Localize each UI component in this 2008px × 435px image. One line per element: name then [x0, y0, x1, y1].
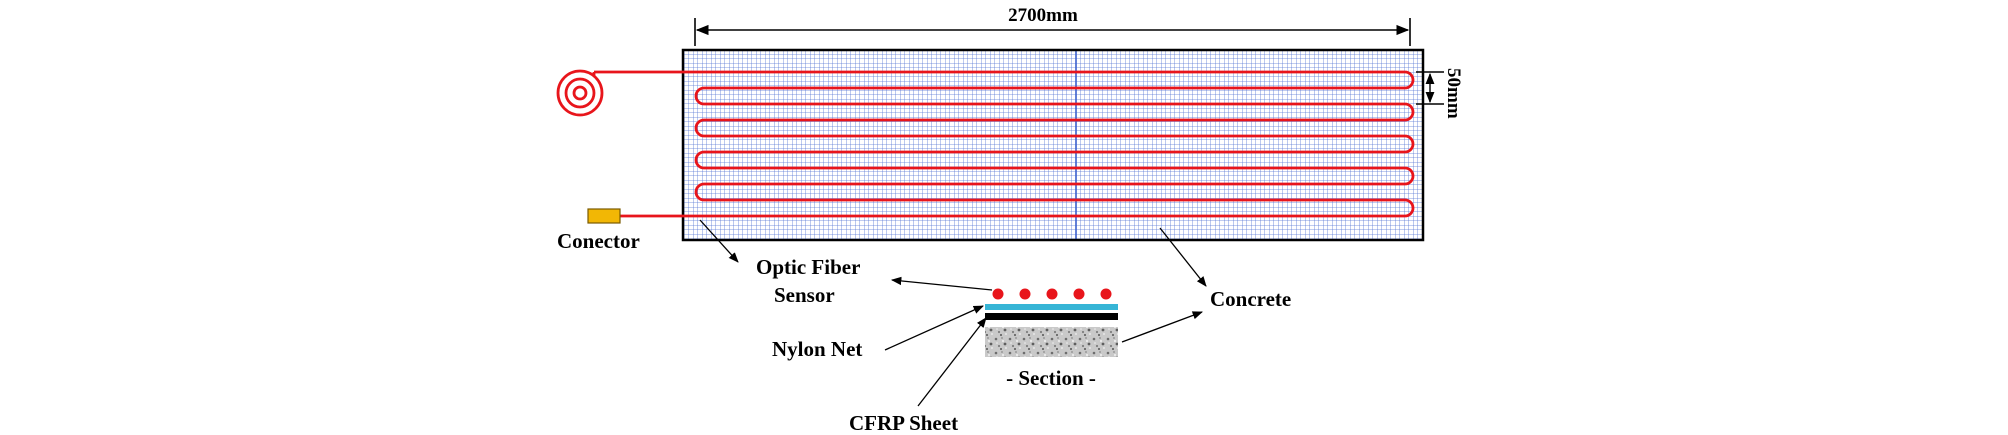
fiber-dot: [1019, 288, 1031, 300]
fiber-coil-icon: [556, 69, 604, 117]
concrete-panel: [681, 48, 1425, 242]
optic-fiber-path: [594, 70, 1415, 218]
connector-label: Conector: [557, 229, 640, 253]
concrete-section: [985, 327, 1118, 357]
spacing-dimension-label: 50mm: [1443, 68, 1464, 119]
leader-nylon-net: [884, 305, 984, 351]
width-dimension-label: 2700mm: [1008, 5, 1078, 26]
leader-fiber-from-section: [890, 276, 993, 291]
leader-fiber-from-panel: [699, 219, 739, 263]
concrete-label: Concrete: [1210, 287, 1291, 311]
fiber-dot: [1100, 288, 1112, 300]
fiber-dot: [1046, 288, 1058, 300]
optic-fiber-label-line2: Sensor: [774, 283, 835, 307]
section-view: [985, 288, 1118, 357]
optic-fiber-label-line1: Optic Fiber: [756, 255, 860, 279]
nylon-net-label: Nylon Net: [772, 337, 862, 361]
leader-concrete-from-section: [1121, 311, 1203, 343]
fiber-dot: [992, 288, 1004, 300]
spacing-dimension: 50mm: [1416, 68, 1464, 119]
leader-cfrp-sheet: [917, 317, 987, 407]
connector-icon: [587, 208, 621, 224]
cfrp-sheet-label: CFRP Sheet: [849, 411, 958, 435]
cfrp-sheet-layer: [985, 313, 1118, 320]
width-dimension: 2700mm: [694, 5, 1411, 46]
fiber-dot: [1073, 288, 1085, 300]
section-label: - Section -: [1006, 366, 1096, 390]
nylon-net-layer: [985, 304, 1118, 310]
leader-concrete-from-panel: [1159, 227, 1207, 287]
